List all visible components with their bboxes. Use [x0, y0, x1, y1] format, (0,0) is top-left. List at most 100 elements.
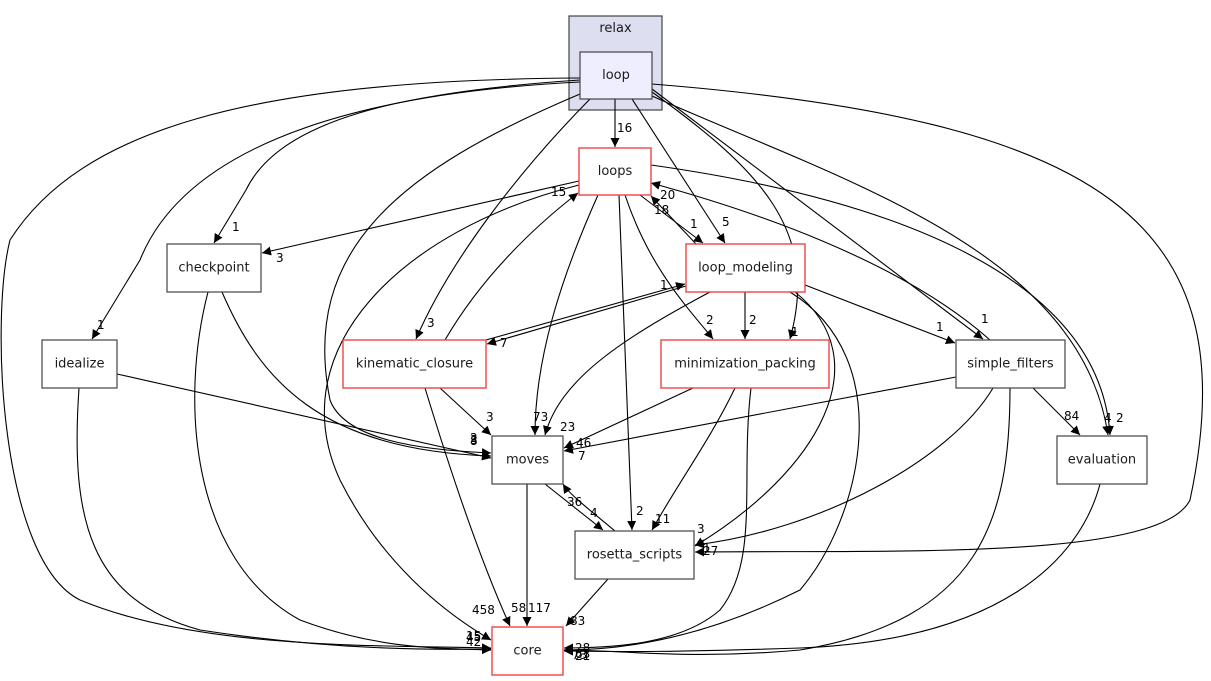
edge-label[interactable]: 45: [466, 630, 481, 644]
edge-rosetta_scripts-to-core[interactable]: [565, 578, 609, 627]
edge-simple_filters-to-loops[interactable]: [650, 181, 991, 341]
edge-loop-to-evaluation[interactable]: [651, 95, 1112, 436]
edge-label[interactable]: 1: [981, 312, 989, 326]
node-loop-modeling[interactable]: loop_modeling: [685, 243, 806, 293]
node-box[interactable]: [574, 530, 695, 580]
edge-label[interactable]: 73: [533, 410, 548, 424]
node-box[interactable]: [491, 435, 564, 485]
edge-label[interactable]: 11: [655, 512, 670, 526]
edge-moves-to-rosetta_scripts[interactable]: [544, 483, 604, 531]
edge-simple_filters-to-core[interactable]: [563, 387, 1011, 655]
edge-label[interactable]: 2: [470, 431, 478, 445]
edge-loop-to-simple_filters[interactable]: [651, 88, 984, 340]
edge-idealize-to-moves[interactable]: [116, 373, 492, 461]
edge-label[interactable]: 2: [1116, 411, 1124, 425]
edge-loop-to-moves[interactable]: [324, 93, 581, 458]
edge-label[interactable]: 15: [551, 185, 566, 199]
node-checkpoint[interactable]: checkpoint: [166, 243, 262, 293]
edge-simple_filters-to-rosetta_scripts[interactable]: [694, 387, 994, 549]
edge-label[interactable]: 36: [567, 495, 582, 509]
edge-minimization_packing-to-core[interactable]: [563, 387, 752, 653]
edge-loop-to-idealize[interactable]: [91, 81, 581, 340]
edge-loop_modeling-to-loops[interactable]: [650, 195, 697, 245]
edge-label[interactable]: 1: [791, 325, 799, 339]
node-rosetta-scripts[interactable]: rosetta_scripts: [574, 530, 695, 580]
edge-loop-to-loop_modeling[interactable]: [631, 98, 726, 244]
edge-label[interactable]: 73: [572, 648, 587, 662]
edge-kinematic_closure-to-moves[interactable]: [439, 387, 492, 436]
node-box[interactable]: [1056, 435, 1148, 485]
node-box[interactable]: [342, 339, 487, 389]
edge-loop_modeling-to-kinematic_closure[interactable]: [486, 285, 687, 346]
edge-label[interactable]: 2: [636, 504, 644, 518]
edge-checkpoint-to-core[interactable]: [194, 291, 492, 655]
edge-label[interactable]: 3: [470, 433, 478, 447]
edge-label[interactable]: 27: [703, 544, 718, 558]
node-idealize[interactable]: idealize: [41, 339, 118, 389]
edge-evaluation-to-core[interactable]: [563, 483, 1101, 656]
edge-label[interactable]: 2: [706, 313, 714, 327]
edge-loop_modeling-to-rosetta_scripts[interactable]: [694, 291, 836, 547]
edge-rosetta_scripts-to-moves[interactable]: [562, 483, 616, 532]
edge-label[interactable]: 7: [500, 336, 508, 350]
node-box[interactable]: [578, 147, 652, 196]
edge-label[interactable]: 3: [486, 410, 494, 424]
node-box[interactable]: [579, 51, 653, 100]
edge-label[interactable]: 84: [1064, 409, 1079, 423]
node-box[interactable]: [955, 339, 1066, 389]
edge-label[interactable]: 1: [660, 278, 668, 292]
edge-loops-to-moves[interactable]: [530, 194, 599, 436]
node-minimization-packing[interactable]: minimization_packing: [660, 339, 830, 389]
node-loop[interactable]: loop: [579, 51, 653, 100]
edge-label[interactable]: 4: [590, 506, 598, 520]
edge-label[interactable]: 46: [576, 436, 591, 450]
node-moves[interactable]: moves: [491, 435, 564, 485]
node-kinematic-closure[interactable]: kinematic_closure: [342, 339, 487, 389]
edge-minimization_packing-to-moves[interactable]: [563, 387, 694, 449]
edge-label[interactable]: 83: [570, 614, 585, 628]
edge-kinematic_closure-to-loop_modeling[interactable]: [485, 282, 686, 341]
edge-minimization_packing-to-rosetta_scripts[interactable]: [651, 387, 736, 531]
edge-label[interactable]: 3: [697, 522, 705, 536]
edge-loop-to-rosetta_scripts[interactable]: [651, 83, 1204, 557]
edge-loop_modeling-to-core[interactable]: [563, 291, 860, 655]
edge-label[interactable]: 458: [472, 603, 495, 617]
edge-loops-to-rosetta_scripts[interactable]: [618, 194, 637, 531]
edge-label[interactable]: 4: [1104, 411, 1112, 425]
node-box[interactable]: [685, 243, 806, 293]
edge-label[interactable]: 5: [722, 215, 730, 229]
edge-label[interactable]: 1: [703, 541, 711, 555]
edge-loop_modeling-to-moves[interactable]: [543, 291, 711, 436]
edge-simple_filters-to-evaluation[interactable]: [1032, 387, 1081, 436]
edge-loops-to-loop_modeling[interactable]: [639, 194, 704, 244]
edge-label[interactable]: 1: [936, 320, 944, 334]
edge-loop-to-core[interactable]: [0, 77, 581, 653]
edge-label[interactable]: 8: [470, 434, 478, 448]
edge-label[interactable]: 1: [97, 318, 105, 332]
edge-label[interactable]: 23: [560, 420, 575, 434]
edge-loop_modeling-to-simple_filters[interactable]: [804, 284, 956, 344]
edge-simple_filters-to-moves[interactable]: [563, 376, 957, 454]
edge-loops-to-minimization_packing[interactable]: [624, 194, 714, 340]
node-box[interactable]: [166, 243, 262, 293]
edge-label[interactable]: 21: [575, 649, 590, 663]
edge-label[interactable]: 1: [232, 220, 240, 234]
edge-label[interactable]: 3: [427, 316, 435, 330]
edge-loop-to-minimization_packing[interactable]: [651, 91, 799, 340]
edge-idealize-to-core[interactable]: [76, 387, 492, 654]
edge-kinematic_closure-to-loops[interactable]: [444, 192, 579, 341]
edge-label[interactable]: 15: [466, 629, 481, 643]
edge-loops-to-core[interactable]: [323, 184, 580, 641]
edge-loop-to-checkpoint[interactable]: [213, 79, 581, 244]
edge-loop-to-kinematic_closure[interactable]: [415, 98, 591, 340]
edge-label[interactable]: 3: [276, 251, 284, 265]
edge-loops-to-evaluation[interactable]: [650, 164, 1114, 436]
edge-label[interactable]: 117: [528, 601, 551, 615]
node-simple-filters[interactable]: simple_filters: [955, 339, 1066, 389]
node-core[interactable]: core: [491, 626, 564, 676]
edge-label[interactable]: 28: [575, 641, 590, 655]
edge-label[interactable]: 20: [660, 188, 675, 202]
edge-label[interactable]: 42: [466, 635, 481, 649]
edge-label[interactable]: 2: [749, 313, 757, 327]
node-evaluation[interactable]: evaluation: [1056, 435, 1148, 485]
